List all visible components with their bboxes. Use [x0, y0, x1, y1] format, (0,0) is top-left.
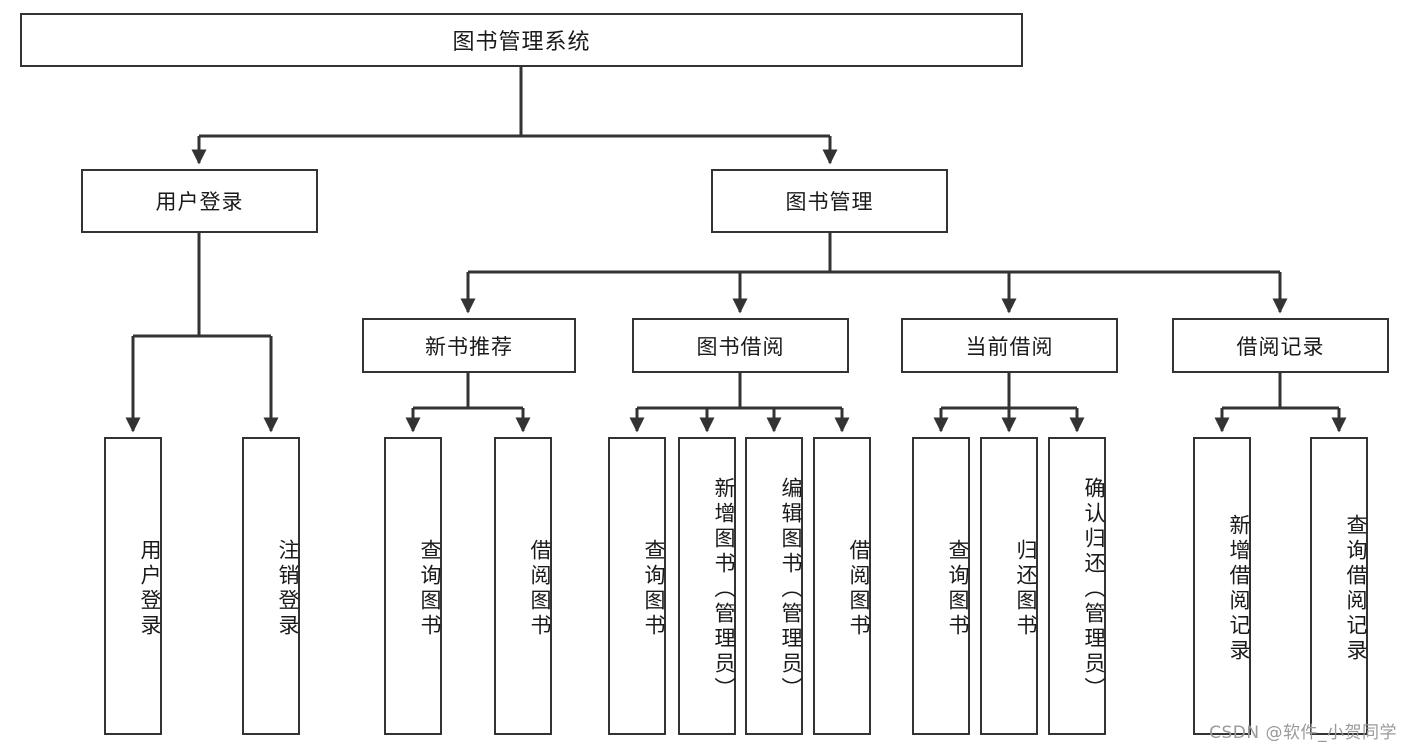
node-label: 图书管理系统 — [452, 30, 591, 55]
node-label: 当前借阅 — [965, 334, 1054, 359]
node-label: 注销登录 — [276, 539, 300, 639]
node-label: 查询图书 — [946, 539, 970, 639]
leaf-current-confirm-return-admin[interactable]: 确认归还（管理员） — [1048, 437, 1106, 735]
node-label: 查询借阅记录 — [1344, 514, 1368, 664]
node-label: 查询图书 — [642, 539, 666, 639]
leaf-borrow-add-book-admin[interactable]: 新增图书（管理员） — [678, 437, 736, 735]
node-label: 查询图书 — [418, 539, 442, 639]
leaf-user-logout[interactable]: 注销登录 — [242, 437, 300, 735]
node-label: 新增图书（管理员） — [712, 476, 736, 702]
node-book-management[interactable]: 图书管理 — [711, 169, 948, 233]
node-label: 借阅记录 — [1236, 334, 1325, 359]
node-book-borrow[interactable]: 图书借阅 — [632, 318, 849, 373]
node-label: 用户登录 — [138, 539, 162, 639]
node-label: 编辑图书（管理员） — [779, 476, 803, 702]
node-label: 新增借阅记录 — [1227, 514, 1251, 664]
node-root-system[interactable]: 图书管理系统 — [20, 13, 1023, 67]
node-label: 用户登录 — [155, 190, 244, 214]
leaf-current-query-book[interactable]: 查询图书 — [912, 437, 970, 735]
node-current-borrow[interactable]: 当前借阅 — [901, 318, 1118, 373]
node-label: 借阅图书 — [847, 539, 871, 639]
leaf-user-login[interactable]: 用户登录 — [104, 437, 162, 735]
leaf-record-add-record[interactable]: 新增借阅记录 — [1193, 437, 1251, 735]
node-label: 新书推荐 — [425, 334, 513, 359]
leaf-borrow-edit-book-admin[interactable]: 编辑图书（管理员） — [745, 437, 803, 735]
leaf-record-query-record[interactable]: 查询借阅记录 — [1310, 437, 1368, 735]
leaf-recommend-query-book[interactable]: 查询图书 — [384, 437, 442, 735]
leaf-recommend-borrow-book[interactable]: 借阅图书 — [494, 437, 552, 735]
leaf-borrow-borrow-book[interactable]: 借阅图书 — [813, 437, 871, 735]
node-label: 借阅图书 — [528, 539, 552, 639]
node-user-login[interactable]: 用户登录 — [81, 169, 318, 233]
leaf-borrow-query-book[interactable]: 查询图书 — [608, 437, 666, 735]
leaf-current-return-book[interactable]: 归还图书 — [980, 437, 1038, 735]
node-label: 归还图书 — [1014, 539, 1038, 639]
node-new-book-recommend[interactable]: 新书推荐 — [362, 318, 576, 373]
node-label: 确认归还（管理员） — [1082, 476, 1106, 702]
node-label: 图书管理 — [785, 190, 874, 214]
node-label: 图书借阅 — [696, 334, 785, 359]
watermark: CSDN @软件_小贺同学 — [1209, 723, 1397, 743]
node-borrow-record[interactable]: 借阅记录 — [1172, 318, 1389, 373]
